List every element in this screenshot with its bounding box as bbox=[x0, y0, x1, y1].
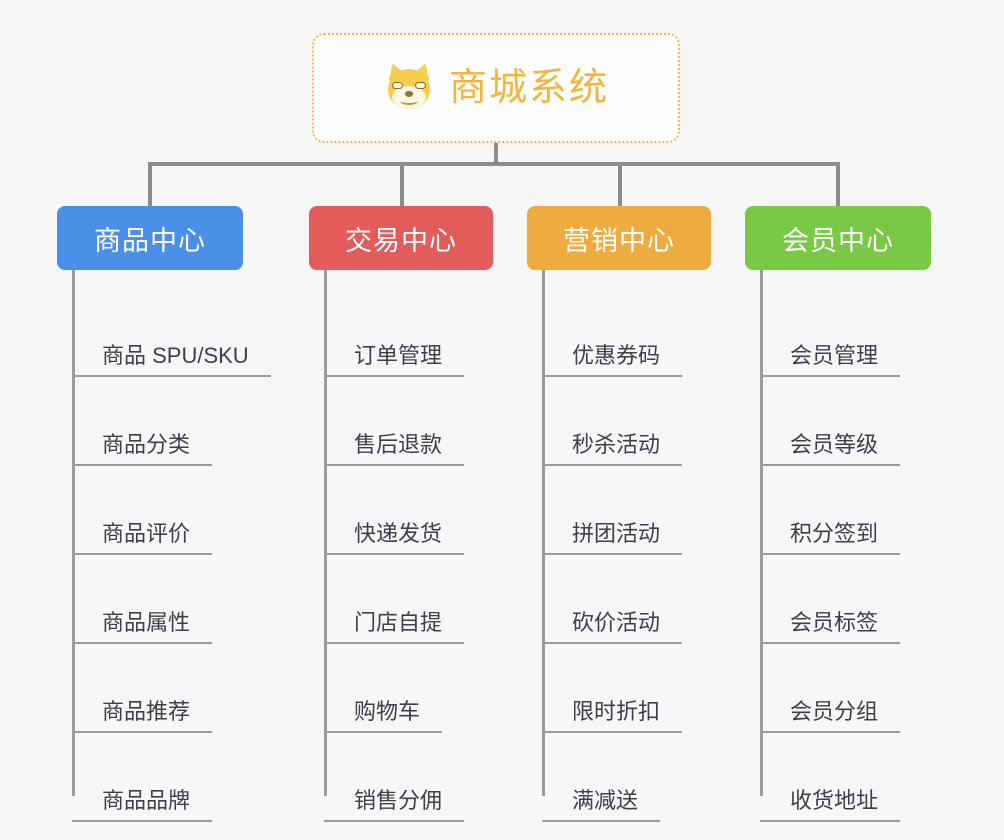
leaf-item[interactable]: 购物车 bbox=[324, 644, 628, 733]
leaf-item-underline bbox=[324, 375, 464, 377]
leaf-item-label: 商品品牌 bbox=[102, 787, 191, 813]
leaf-item-underline bbox=[542, 375, 682, 377]
branch-header-2[interactable]: 交易中心 bbox=[309, 206, 493, 270]
leaf-item-label: 满减送 bbox=[572, 787, 639, 813]
leaf-item-underline bbox=[324, 642, 464, 644]
leaf-item-underline bbox=[760, 464, 900, 466]
leaf-item-label: 订单管理 bbox=[354, 342, 443, 368]
leaf-item-underline bbox=[324, 731, 442, 733]
leaf-item-label: 商品评价 bbox=[102, 520, 191, 546]
leaf-item-underline bbox=[542, 464, 682, 466]
leaf-item-label: 商品推荐 bbox=[102, 698, 191, 724]
branch-header-4[interactable]: 会员中心 bbox=[745, 206, 931, 270]
leaf-item-label: 门店自提 bbox=[354, 609, 443, 635]
leaf-item-label: 商品分类 bbox=[102, 431, 191, 457]
leaf-item-label: 会员等级 bbox=[790, 431, 879, 457]
branch-spine-3 bbox=[542, 270, 545, 796]
leaf-item[interactable]: 商品分类 bbox=[72, 377, 378, 466]
branch-spine-4 bbox=[760, 270, 763, 796]
leaf-item[interactable]: 优惠券码 bbox=[542, 288, 846, 377]
leaf-item[interactable]: 拼团活动 bbox=[542, 466, 846, 555]
leaf-item-label: 会员管理 bbox=[790, 342, 879, 368]
leaf-item[interactable]: 快递发货 bbox=[324, 466, 628, 555]
leaf-item-underline bbox=[760, 731, 900, 733]
leaf-item-underline bbox=[324, 553, 464, 555]
branch-column-3: 营销中心优惠券码秒杀活动拼团活动砍价活动限时折扣满减送 bbox=[527, 206, 711, 822]
leaf-item[interactable]: 满减送 bbox=[542, 733, 846, 822]
branch-header-3[interactable]: 营销中心 bbox=[527, 206, 711, 270]
leaf-item[interactable]: 门店自提 bbox=[324, 555, 628, 644]
leaf-item[interactable]: 商品属性 bbox=[72, 555, 378, 644]
leaf-item[interactable]: 商品评价 bbox=[72, 466, 378, 555]
leaf-item-label: 积分签到 bbox=[790, 520, 879, 546]
leaf-item[interactable]: 限时折扣 bbox=[542, 644, 846, 733]
branch-items-3: 优惠券码秒杀活动拼团活动砍价活动限时折扣满减送 bbox=[542, 270, 846, 822]
leaf-item-label: 商品属性 bbox=[102, 609, 191, 635]
branch-items-1: 商品 SPU/SKU 商品分类商品评价商品属性商品推荐商品品牌 bbox=[72, 270, 378, 822]
shiba-dog-face-icon bbox=[383, 60, 435, 114]
leaf-item-underline bbox=[760, 642, 900, 644]
leaf-item-underline bbox=[760, 553, 900, 555]
leaf-item-label: 快递发货 bbox=[354, 520, 443, 546]
root-node[interactable]: 商城系统 bbox=[312, 33, 680, 143]
leaf-item[interactable]: 会员标签 bbox=[760, 555, 1004, 644]
branch-column-2: 交易中心订单管理售后退款快递发货门店自提购物车销售分佣 bbox=[309, 206, 493, 822]
leaf-item-underline bbox=[72, 642, 212, 644]
leaf-item-underline bbox=[542, 731, 682, 733]
leaf-item[interactable]: 商品 SPU/SKU bbox=[72, 288, 378, 377]
leaf-item-underline bbox=[542, 820, 660, 822]
connector-drop-3 bbox=[618, 162, 622, 208]
branch-column-1: 商品中心商品 SPU/SKU 商品分类商品评价商品属性商品推荐商品品牌 bbox=[57, 206, 271, 822]
leaf-item[interactable]: 售后退款 bbox=[324, 377, 628, 466]
leaf-item-underline bbox=[72, 820, 212, 822]
leaf-item[interactable]: 砍价活动 bbox=[542, 555, 846, 644]
leaf-item-underline bbox=[324, 464, 464, 466]
leaf-item[interactable]: 秒杀活动 bbox=[542, 377, 846, 466]
leaf-item-underline bbox=[542, 553, 682, 555]
leaf-item[interactable]: 商品品牌 bbox=[72, 733, 378, 822]
leaf-item-label: 收货地址 bbox=[790, 787, 879, 813]
branch-items-4: 会员管理会员等级积分签到会员标签会员分组收货地址 bbox=[760, 270, 1004, 822]
branch-column-4: 会员中心会员管理会员等级积分签到会员标签会员分组收货地址 bbox=[745, 206, 931, 822]
branch-items-2: 订单管理售后退款快递发货门店自提购物车销售分佣 bbox=[324, 270, 628, 822]
connector-drop-2 bbox=[400, 162, 404, 208]
leaf-item-underline bbox=[324, 820, 464, 822]
leaf-item-label: 购物车 bbox=[354, 698, 421, 724]
leaf-item-underline bbox=[760, 375, 900, 377]
connector-drop-4 bbox=[836, 162, 840, 208]
leaf-item-underline bbox=[72, 731, 212, 733]
leaf-item-label: 优惠券码 bbox=[572, 342, 661, 368]
leaf-item[interactable]: 会员等级 bbox=[760, 377, 1004, 466]
leaf-item-label: 限时折扣 bbox=[572, 698, 661, 724]
leaf-item-underline bbox=[760, 820, 900, 822]
leaf-item-label: 售后退款 bbox=[354, 431, 443, 457]
leaf-item[interactable]: 销售分佣 bbox=[324, 733, 628, 822]
root-title: 商城系统 bbox=[448, 67, 609, 109]
leaf-item-underline bbox=[542, 642, 682, 644]
leaf-item-underline bbox=[72, 553, 212, 555]
connector-root-stub bbox=[494, 143, 498, 164]
leaf-item[interactable]: 会员分组 bbox=[760, 644, 1004, 733]
leaf-item[interactable]: 订单管理 bbox=[324, 288, 628, 377]
leaf-item-label: 拼团活动 bbox=[572, 520, 661, 546]
leaf-item[interactable]: 收货地址 bbox=[760, 733, 1004, 822]
branch-header-1[interactable]: 商品中心 bbox=[57, 206, 243, 270]
branch-spine-2 bbox=[324, 270, 327, 796]
leaf-item[interactable]: 积分签到 bbox=[760, 466, 1004, 555]
leaf-item[interactable]: 会员管理 bbox=[760, 288, 1004, 377]
leaf-item[interactable]: 商品推荐 bbox=[72, 644, 378, 733]
branch-spine-1 bbox=[72, 270, 75, 796]
leaf-item-label: 秒杀活动 bbox=[572, 431, 661, 457]
leaf-item-label: 砍价活动 bbox=[572, 609, 661, 635]
connector-horizontal-bus bbox=[148, 162, 840, 166]
leaf-item-underline bbox=[72, 375, 271, 377]
leaf-item-underline bbox=[72, 464, 212, 466]
leaf-item-label: 商品 SPU/SKU bbox=[102, 342, 249, 368]
connector-drop-1 bbox=[148, 162, 152, 208]
leaf-item-label: 会员分组 bbox=[790, 698, 879, 724]
leaf-item-label: 销售分佣 bbox=[354, 787, 443, 813]
leaf-item-label: 会员标签 bbox=[790, 609, 879, 635]
